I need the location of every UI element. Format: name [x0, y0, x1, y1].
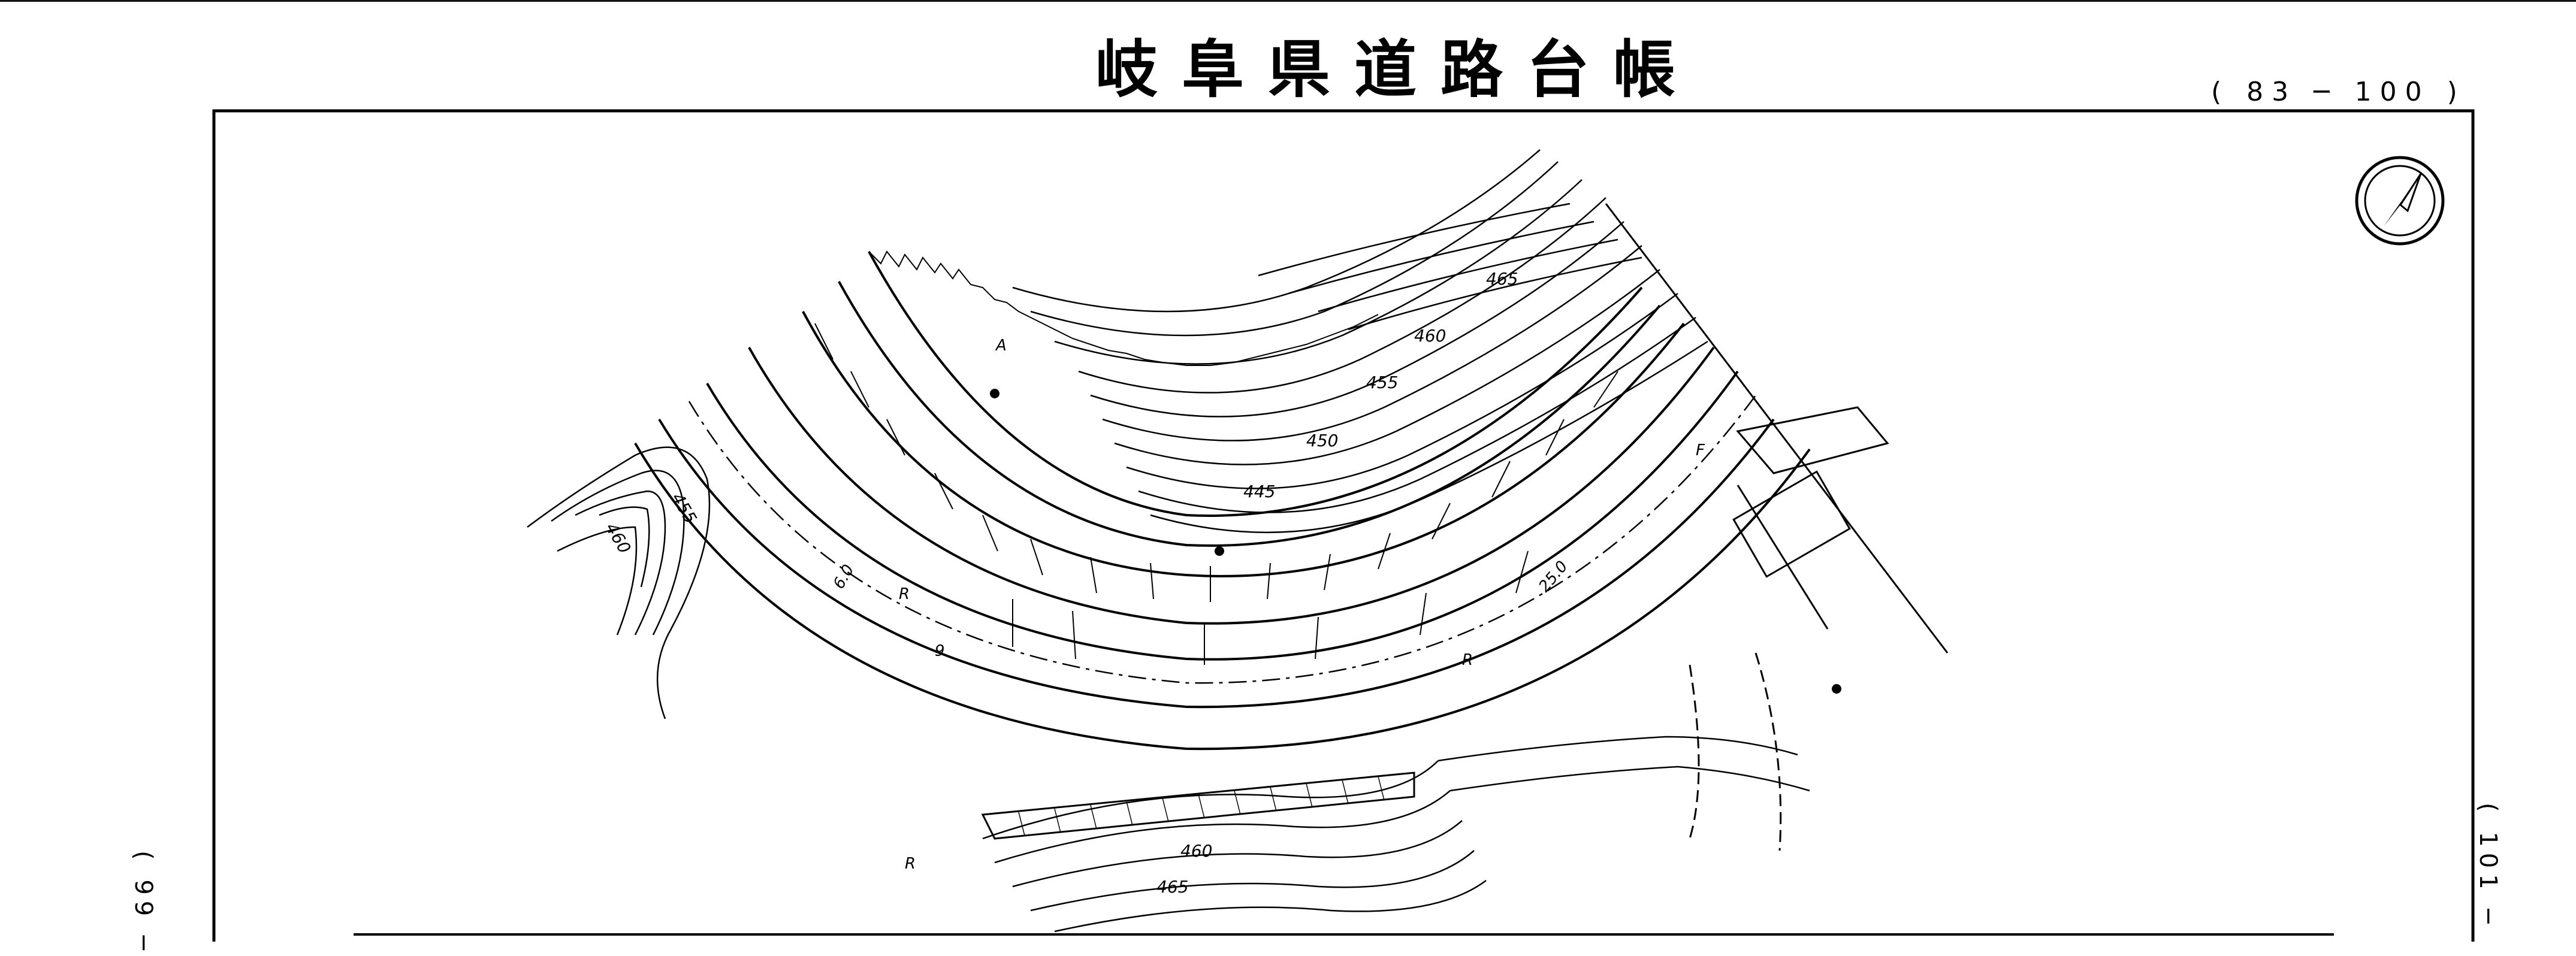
radius-label: R	[1462, 651, 1473, 669]
survey-points	[990, 389, 1841, 694]
contour-lines-bottom	[982, 736, 1810, 933]
retaining-wall	[868, 250, 1379, 366]
lower-retaining-wall	[981, 772, 1415, 840]
lower-wall-hatch	[1018, 776, 1385, 836]
marker-label: F	[1696, 441, 1705, 459]
radius-label: R	[899, 585, 910, 603]
contour-label: 460	[1180, 841, 1212, 861]
contour-lines-lower-left	[527, 446, 711, 719]
radius-value-label: 9	[935, 642, 945, 660]
marker-label: A	[995, 337, 1007, 355]
radius-label: R	[905, 855, 916, 873]
contour-label: 460	[602, 519, 635, 557]
contour-label: 450	[1306, 431, 1338, 450]
slope-hatching	[814, 323, 1618, 665]
top-border-line	[0, 0, 2576, 2]
contour-label: 445	[1243, 482, 1275, 501]
contour-lines-upper	[1012, 149, 1708, 534]
contour-label-group: 465 460 455 450 445 460 455 460 465	[602, 269, 1518, 897]
contour-label: 455	[1366, 373, 1398, 392]
road-centerline	[688, 395, 1757, 684]
contour-label: 455	[668, 489, 700, 527]
dimension-label: 6.0	[830, 562, 858, 592]
contour-label: 460	[1414, 326, 1446, 346]
map-frame	[212, 109, 2475, 942]
road-outline	[634, 251, 1811, 751]
right-structures	[1605, 203, 1949, 851]
page-number: ( 83 ─ 100 )	[2211, 77, 2466, 107]
contour-label: 465	[1486, 269, 1518, 289]
page-title: 岐阜県道路台帳	[1095, 32, 1700, 106]
contour-label: 465	[1156, 877, 1188, 897]
north-arrow-icon	[2355, 156, 2445, 246]
